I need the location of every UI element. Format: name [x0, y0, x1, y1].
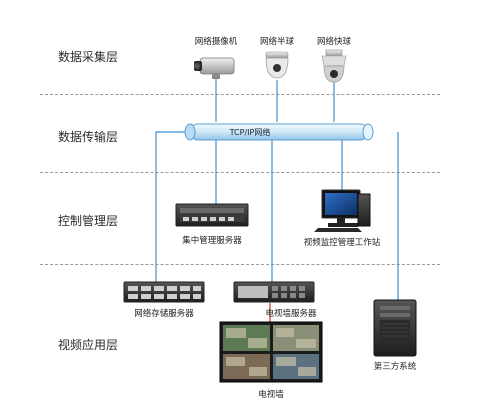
workstation-label: 视频监控管理工作站 — [303, 238, 381, 248]
tv-wall-label: 电视墙 — [258, 390, 284, 400]
central-server-label: 集中管理服务器 — [182, 236, 242, 246]
third-party-label: 第三方系统 — [373, 362, 417, 372]
layer-label-control-management: 控制管理层 — [58, 214, 119, 228]
network-links — [155, 78, 399, 300]
storage-server-icon — [123, 281, 205, 303]
central-server-icon — [175, 203, 249, 227]
layer-label-video-application: 视频应用层 — [58, 338, 119, 352]
network-dome-icon — [265, 51, 289, 79]
tv-wall-server-label: 电视墙服务器 — [265, 309, 317, 319]
tcp-ip-bus-label: TCP/IP网络 — [229, 128, 271, 137]
layer-divider — [40, 172, 440, 173]
storage-server-label: 网络存储服务器 — [134, 309, 194, 319]
network-dome-label: 网络半球 — [259, 37, 295, 47]
network-speed-dome-label: 网络快球 — [316, 37, 352, 47]
layer-divider — [40, 264, 440, 265]
tv-wall-icon — [219, 321, 323, 383]
tv-wall-server-icon — [233, 281, 315, 303]
layer-label-data-collection: 数据采集层 — [58, 50, 119, 64]
tcp-ip-bus — [184, 123, 374, 141]
network-speed-dome-icon — [321, 49, 347, 83]
network-camera-label: 网络摄像机 — [194, 37, 238, 47]
network-camera-icon — [194, 57, 235, 79]
layer-label-data-transmission: 数据传输层 — [58, 130, 119, 144]
workstation-icon — [314, 189, 371, 232]
third-party-tower-icon — [373, 299, 417, 357]
layer-divider — [40, 94, 440, 95]
